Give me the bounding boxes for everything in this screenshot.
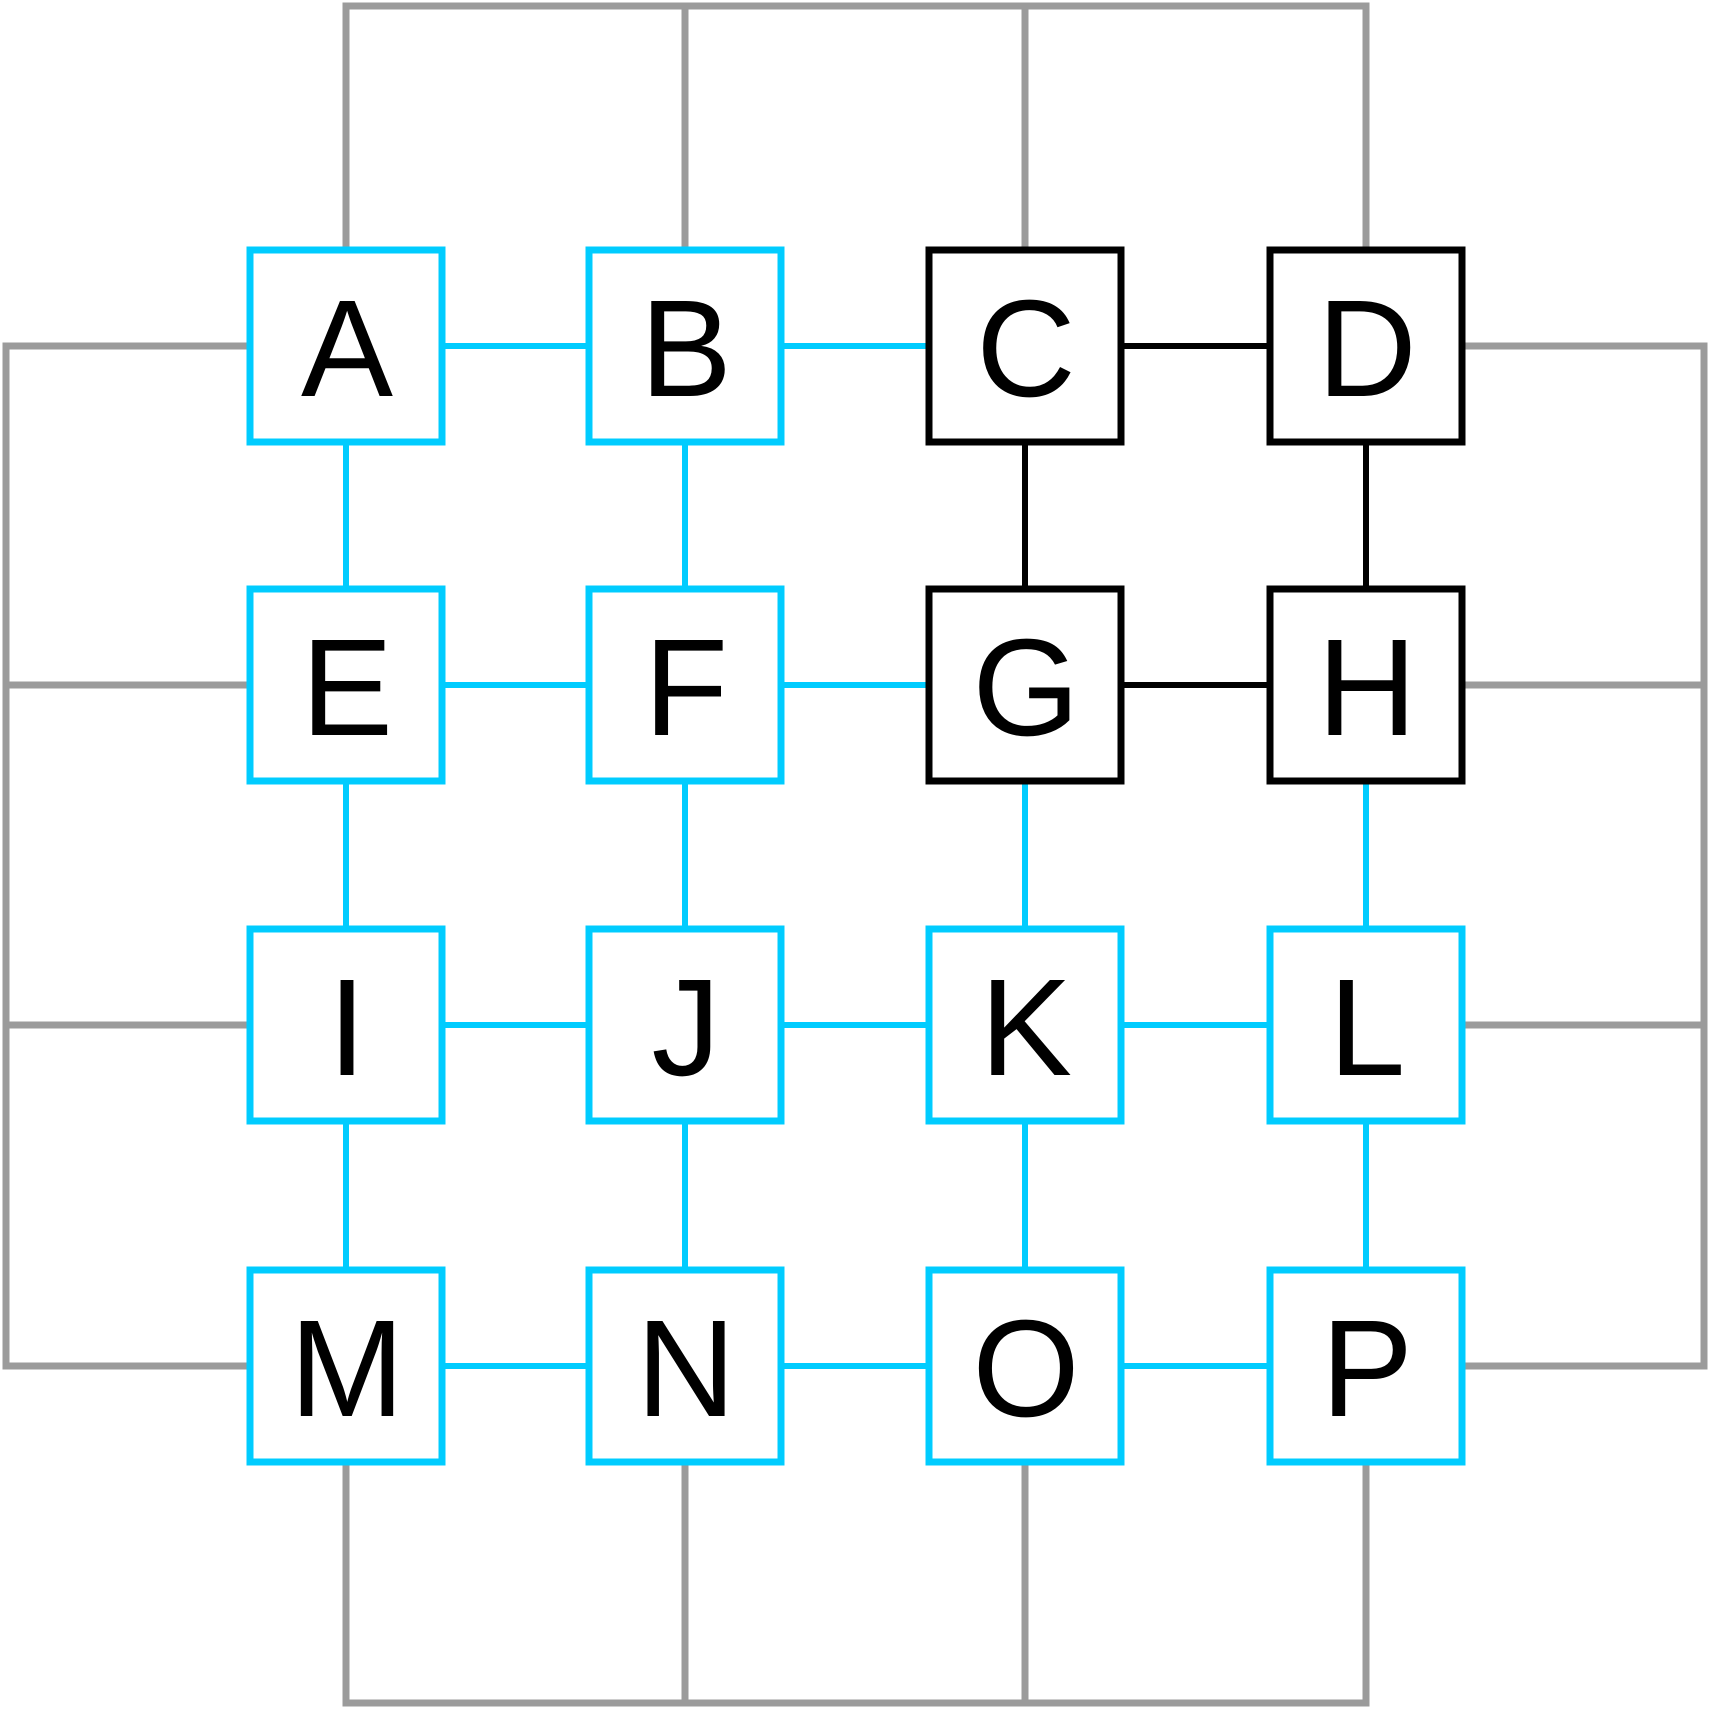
node-label-a: A [301, 272, 393, 426]
mesh-links [343, 343, 1369, 1369]
mesh-nodes: A B C D E F G H I J K L M N O P [246, 246, 1466, 1466]
node-label-o: O [972, 1292, 1079, 1446]
node-label-n: N [636, 1292, 736, 1446]
node-label-f: F [644, 611, 728, 765]
node-label-j: J [652, 951, 721, 1105]
node-box-k [925, 925, 1125, 1125]
node-box-a [246, 246, 446, 446]
node-box-i [246, 925, 446, 1125]
node-p: P [1266, 1266, 1466, 1466]
node-k: K [925, 925, 1125, 1125]
node-box-d [1266, 246, 1466, 446]
node-o: O [925, 1266, 1125, 1466]
node-a: A [246, 246, 446, 446]
node-i: I [246, 925, 446, 1125]
node-box-j [585, 925, 785, 1125]
node-f: F [585, 585, 785, 785]
node-box-e [246, 585, 446, 785]
node-label-l: L [1329, 951, 1406, 1105]
node-box-b [585, 246, 785, 446]
node-g: G [925, 585, 1125, 785]
wrap-frame-left [2, 342, 250, 1370]
node-box-l [1266, 925, 1466, 1125]
node-label-g: G [972, 611, 1079, 765]
node-box-c [925, 246, 1125, 446]
node-box-m [246, 1266, 446, 1466]
node-box-h [1266, 585, 1466, 785]
node-box-p [1266, 1266, 1466, 1466]
node-label-e: E [301, 611, 393, 765]
node-box-f [585, 585, 785, 785]
node-box-o [925, 1266, 1125, 1466]
node-h: H [1266, 585, 1466, 785]
node-c: C [925, 246, 1125, 446]
node-label-d: D [1317, 272, 1417, 426]
node-n: N [585, 1266, 785, 1466]
wrap-frame-top [342, 2, 1370, 250]
wrap-frame-bottom [342, 1462, 1370, 1707]
wrap-frame-right [1462, 342, 1708, 1370]
node-e: E [246, 585, 446, 785]
node-label-p: P [1321, 1292, 1413, 1446]
node-b: B [585, 246, 785, 446]
node-j: J [585, 925, 785, 1125]
node-label-h: H [1317, 611, 1417, 765]
node-box-n [585, 1266, 785, 1466]
node-label-b: B [640, 272, 732, 426]
node-label-i: I [328, 951, 366, 1105]
node-m: M [246, 1266, 446, 1466]
node-box-g [925, 585, 1125, 785]
node-label-c: C [976, 272, 1076, 426]
node-label-k: K [980, 951, 1072, 1105]
node-l: L [1266, 925, 1466, 1125]
node-label-m: M [290, 1292, 405, 1446]
node-d: D [1266, 246, 1466, 446]
